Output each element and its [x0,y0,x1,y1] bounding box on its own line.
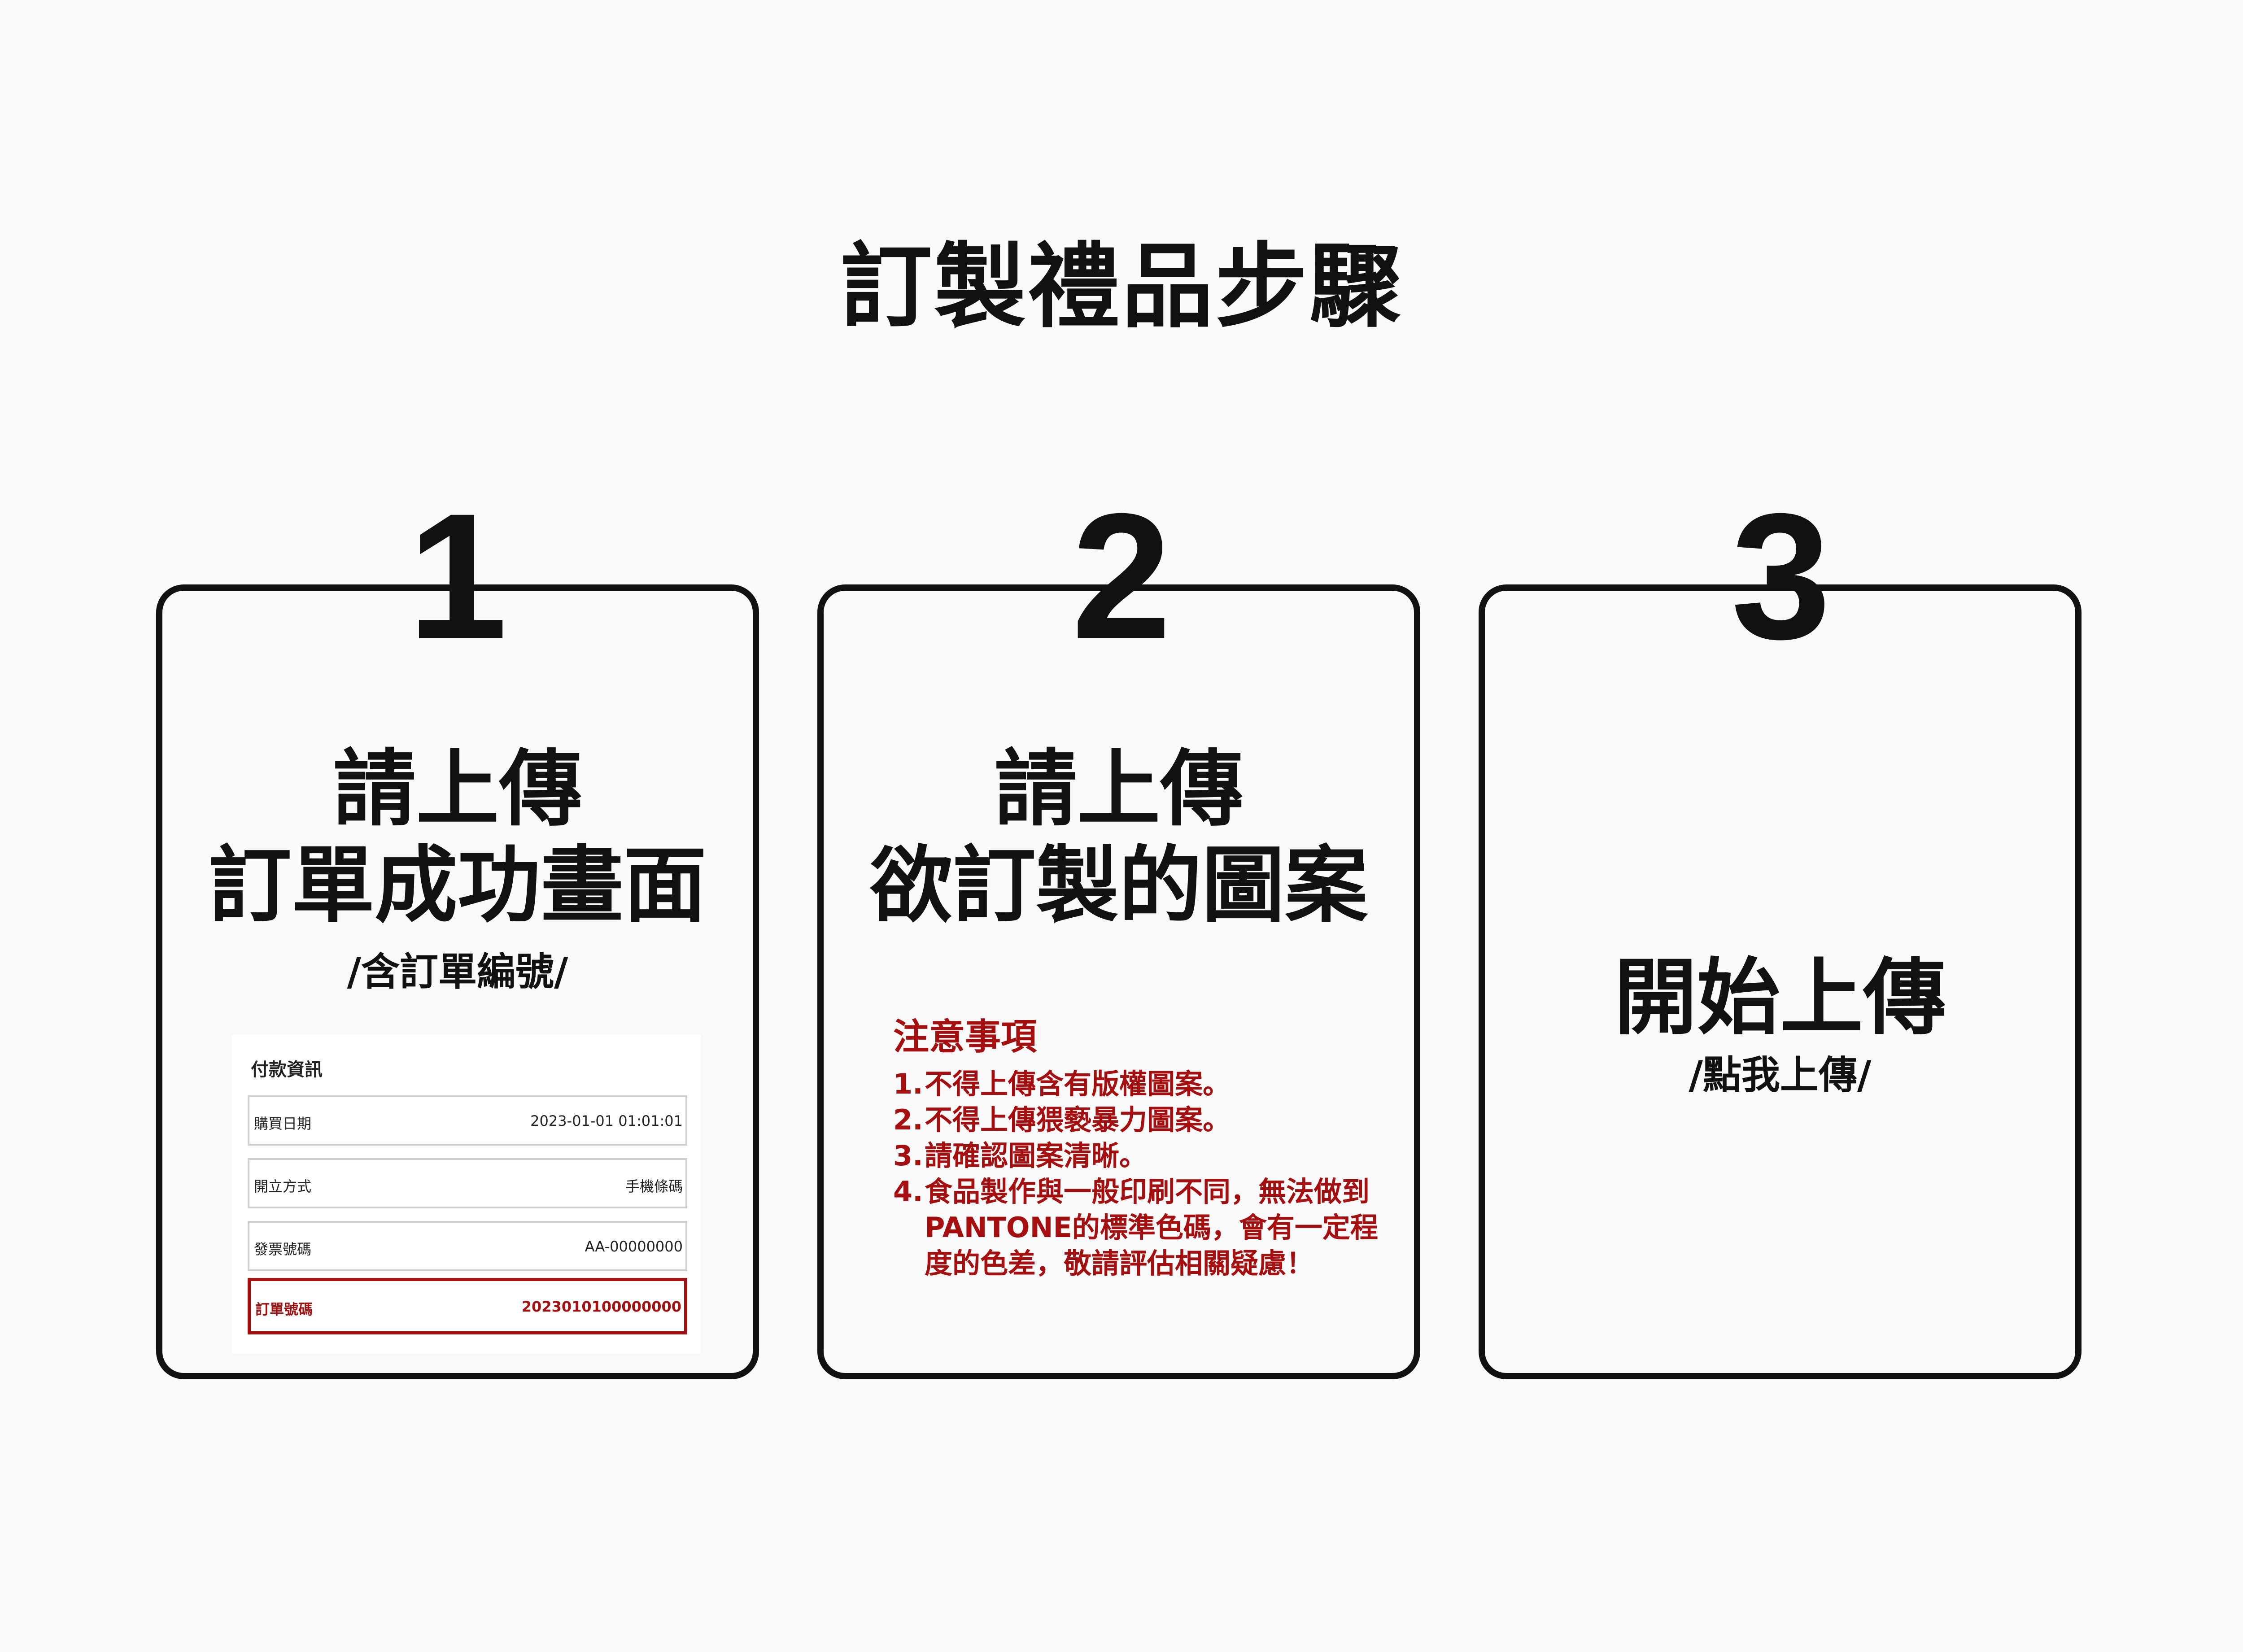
notes-item-text: 不得上傳含有版權圖案。 [925,1068,1231,1100]
notes-item-number: 1. [893,1068,923,1100]
step-1-card: 請上傳 訂單成功畫面 /含訂單編號/ 付款資訊 購買日期 2023-01-01 … [156,584,759,1379]
step-3-subheading[interactable]: /點我上傳/ [1689,1053,1872,1098]
step-1-heading-line2: 訂單成功畫面 [209,837,707,934]
order-receipt-screenshot: 付款資訊 購買日期 2023-01-01 01:01:01 開立方式 手機條碼 … [232,1035,701,1353]
start-upload-button[interactable]: 開始上傳 /點我上傳/ [1479,584,2082,1379]
notes-list: 1.不得上傳含有版權圖案。 2.不得上傳猥褻暴力圖案。 3.請確認圖案清晰。 4… [893,1066,1382,1281]
notes-item-text: 不得上傳猥褻暴力圖案。 [925,1103,1231,1136]
receipt-row-label: 訂單號碼 [255,1301,313,1318]
step-1-subheading: /含訂單編號/ [347,950,568,994]
notes-item-text: 請確認圖案清晰。 [925,1139,1148,1172]
notes-item: 1.不得上傳含有版權圖案。 [893,1066,1382,1102]
step-1-number: 1 [407,476,508,676]
receipt-row-value: 2023010100000000 [521,1298,681,1315]
notes-item: 4.食品製作與一般印刷不同，無法做到PANTONE的標準色碼，會有一定程度的色差… [893,1174,1382,1281]
receipt-header: 付款資訊 [251,1059,323,1080]
notes-item: 3.請確認圖案清晰。 [893,1138,1382,1174]
notes-item-number: 4. [893,1175,923,1208]
notes-item-text: 食品製作與一般印刷不同，無法做到PANTONE的標準色碼，會有一定程度的色差，敬… [925,1175,1378,1280]
receipt-row-label: 購買日期 [254,1115,312,1132]
receipt-row: 購買日期 2023-01-01 01:01:01 [248,1095,687,1146]
receipt-row-label: 開立方式 [254,1178,312,1195]
step-2-heading-line1: 請上傳 [994,741,1244,837]
receipt-row-value: 手機條碼 [625,1178,683,1195]
step-3-heading: 開始上傳 [1614,949,1946,1046]
notes-item: 2.不得上傳猥褻暴力圖案。 [893,1102,1382,1138]
notes-item-number: 3. [893,1139,923,1172]
receipt-row-label: 發票號碼 [254,1241,312,1258]
step-2-number: 2 [1071,476,1172,676]
notes-title: 注意事項 [893,1016,1037,1058]
receipt-row-value: AA-00000000 [585,1238,683,1255]
step-3-number: 3 [1731,476,1831,676]
step-2-card: 請上傳 欲訂製的圖案 注意事項 1.不得上傳含有版權圖案。 2.不得上傳猥褻暴力… [817,584,1420,1379]
receipt-row-value: 2023-01-01 01:01:01 [530,1112,683,1129]
receipt-row: 發票號碼 AA-00000000 [248,1221,687,1271]
receipt-row-order-number: 訂單號碼 2023010100000000 [248,1278,687,1334]
receipt-row: 開立方式 手機條碼 [248,1158,687,1208]
step-1-heading-line1: 請上傳 [333,741,582,837]
page-title: 訂製禮品步驟 [840,234,1403,340]
step-2-heading-line2: 欲訂製的圖案 [870,837,1368,934]
notes-item-number: 2. [893,1103,923,1136]
